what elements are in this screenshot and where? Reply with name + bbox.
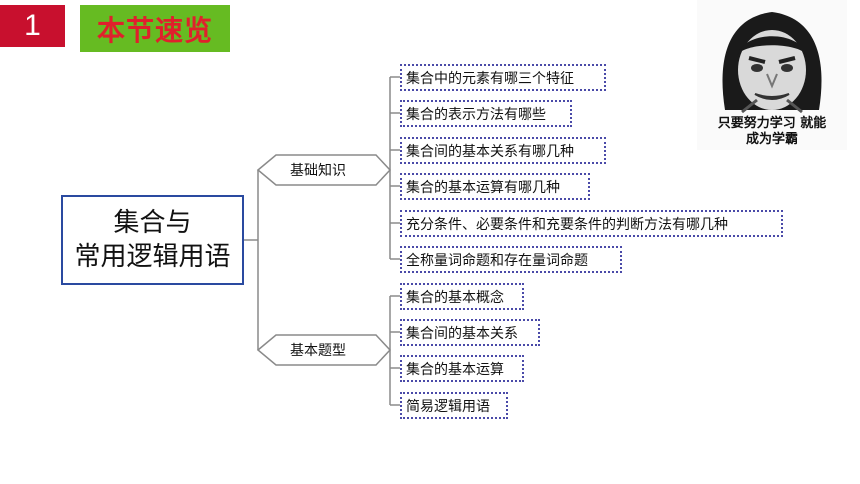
section-title: 本节速览 <box>96 13 213 47</box>
leaf-node: 集合的表示方法有哪些 <box>400 100 572 127</box>
branch-label-basic-question-types: 基本题型 <box>290 343 346 359</box>
leaf-node: 集合间的基本关系 <box>400 319 540 346</box>
section-number-badge: 1 <box>0 5 65 47</box>
branch-label-basic-knowledge: 基础知识 <box>290 163 346 179</box>
section-number: 1 <box>24 9 41 42</box>
leaf-node: 集合的基本运算有哪几种 <box>400 173 590 200</box>
leaf-node: 集合中的元素有哪三个特征 <box>400 64 606 91</box>
root-title-line2: 常用逻辑用语 <box>74 242 231 272</box>
leaf-node: 集合的基本概念 <box>400 283 524 310</box>
meme-caption-line2: 成为学霸 <box>745 132 798 147</box>
leaf-node: 集合间的基本关系有哪几种 <box>400 137 606 164</box>
meme-caption-line1: 只要努力学习 就能 <box>717 116 827 131</box>
leaf-node: 集合的基本运算 <box>400 355 524 382</box>
mindmap-root-node: 集合与 常用逻辑用语 <box>61 195 244 285</box>
root-title-line1: 集合与 <box>113 208 192 238</box>
section-title-banner: 本节速览 <box>80 5 230 52</box>
meme-image: 只要努力学习 就能 成为学霸 <box>697 0 847 150</box>
leaf-node: 简易逻辑用语 <box>400 392 508 419</box>
leaf-node: 全称量词命题和存在量词命题 <box>400 246 622 273</box>
leaf-node: 充分条件、必要条件和充要条件的判断方法有哪几种 <box>400 210 783 237</box>
meme-face-icon <box>722 12 822 114</box>
